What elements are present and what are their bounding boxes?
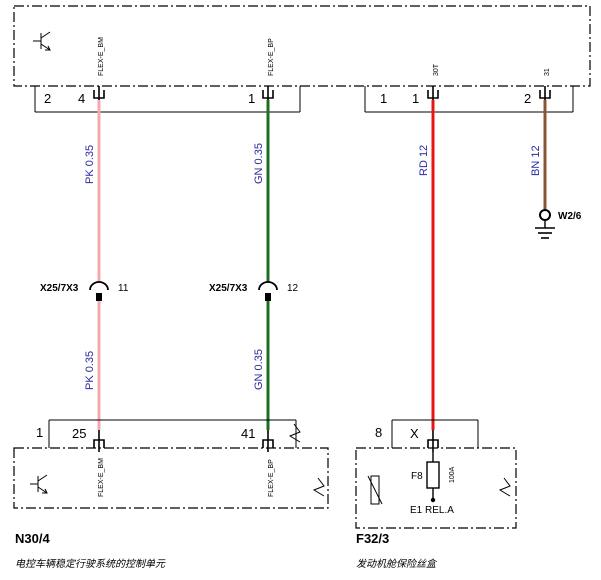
fuse-f8-junction: [430, 497, 436, 503]
top-inner-pin-bm: 4: [78, 91, 85, 106]
connector-name-pk: X25/7X3: [40, 283, 79, 294]
top-inner-pin-bp: 1: [248, 91, 255, 106]
relay-label: E1 REL.A: [410, 505, 454, 516]
signal-label-flex-e-bm-bottom: FLEX-E_BM: [98, 458, 105, 497]
inline-connector-gn: [258, 281, 278, 301]
transistor-icon: [33, 31, 51, 51]
f32-3-module-box: [355, 447, 517, 529]
wire-label-gn-upper: GN 0.35: [253, 143, 265, 184]
f32-3-connector-strip: [391, 419, 479, 448]
f32-3-pin-terminal: [427, 430, 439, 452]
n30-4-module-box: [13, 447, 329, 509]
top-module-box: [13, 5, 591, 87]
wire-label-gn-lower: GN 0.35: [253, 349, 265, 390]
n30-4-title: N30/4: [15, 531, 50, 546]
wire-label-pk-upper: PK 0.35: [84, 145, 96, 184]
connector-pin-gn: 12: [287, 283, 299, 294]
f32-3-inner-pin: X: [410, 426, 419, 441]
fuse-icon: [367, 475, 383, 505]
top-pin-terminals: [93, 86, 551, 100]
signal-label-31: 31: [544, 68, 551, 76]
top-connector-strip: [34, 86, 574, 113]
wire-label-pk-lower: PK 0.35: [84, 351, 96, 390]
wire-label-bn: BN 12: [530, 145, 542, 176]
top-inner-pin-30t: 1: [412, 91, 419, 106]
f32-3-break-mark: [498, 477, 511, 497]
signal-label-flex-e-bm-top: FLEX-E_BM: [98, 37, 105, 76]
top-outer-pin-bm: 2: [44, 91, 51, 106]
f32-3-outer-pin: 8: [375, 425, 382, 440]
top-outer-pin-30t: 1: [380, 91, 387, 106]
f32-3-title: F32/3: [356, 531, 390, 546]
ground-label: W2/6: [558, 211, 582, 222]
n30-4-pin-bm: 25: [72, 426, 86, 441]
n30-4-outer-pin: 1: [36, 425, 43, 440]
ground-icon: [535, 209, 555, 239]
f32-3-subtitle: 发动机舱保险丝盒: [356, 559, 436, 570]
top-inner-pin-31: 2: [524, 91, 531, 106]
n30-4-subtitle: 电控车辆稳定行驶系统的控制单元: [15, 559, 165, 570]
signal-label-30t: 30T: [433, 63, 440, 76]
fuse-f8: [426, 452, 440, 500]
n30-4-pin-terminals: [93, 430, 274, 452]
wire-label-rd: RD 12: [418, 145, 430, 176]
signal-label-flex-e-bp-top: FLEX-E_BP: [268, 38, 275, 76]
connector-pin-pk: 11: [118, 283, 129, 294]
fuse-f8-label: F8: [411, 471, 423, 482]
n30-4-pin-bp: 41: [241, 426, 255, 441]
signal-label-flex-e-bp-bottom: FLEX-E_BP: [268, 459, 275, 497]
inline-connector-pk: [89, 281, 109, 301]
n30-4-break-mark: [312, 477, 325, 497]
n30-4-connector-strip: [48, 419, 301, 448]
fuse-f8-rating: 100A: [449, 466, 456, 483]
connector-name-gn: X25/7X3: [209, 283, 248, 294]
transistor-icon: [30, 474, 48, 494]
